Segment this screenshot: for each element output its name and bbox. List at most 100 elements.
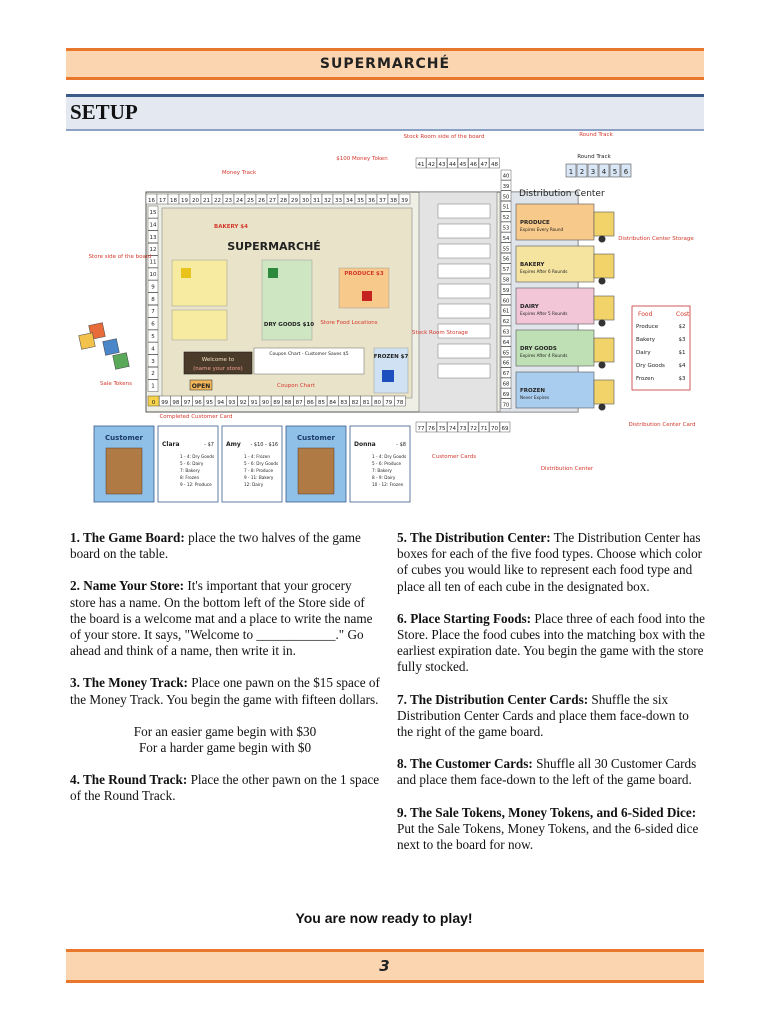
- stock-room-box: [437, 303, 491, 319]
- money-track-number: 47: [481, 162, 488, 168]
- step-5: 5. The Distribution Center: The Distribu…: [397, 530, 703, 594]
- money-track-number: 81: [363, 400, 370, 406]
- truck-expiry: Never Expires: [520, 395, 549, 400]
- money-track-number: 64: [503, 340, 510, 346]
- customer-card-line: 8 - 9: Dairy: [372, 475, 396, 480]
- money-track-number: 66: [503, 361, 510, 367]
- callout-label: Coupon Chart: [277, 383, 316, 389]
- money-track-space: [147, 205, 159, 219]
- money-track-number: 10: [150, 272, 157, 278]
- money-track-space: [499, 421, 511, 433]
- page-number: 3: [379, 957, 391, 975]
- bakery-shelf-lower: [171, 309, 228, 341]
- price-table-cost: $2: [679, 324, 686, 330]
- money-track-space: [500, 263, 512, 274]
- money-track-number: 33: [335, 198, 342, 204]
- money-track-number: 56: [503, 257, 510, 263]
- money-track-number: 14: [150, 222, 157, 228]
- money-track-space: [500, 346, 512, 358]
- money-track-number: 89: [273, 400, 280, 406]
- sale-token: [112, 352, 130, 370]
- customer-card-line: 5 - 6: Dry Goods: [244, 461, 278, 466]
- board-title: SUPERMARCHÉ: [227, 240, 321, 253]
- money-track-number: 60: [503, 298, 510, 304]
- money-track-number: 21: [203, 198, 210, 204]
- money-track-number: 92: [240, 400, 247, 406]
- truck-name: PRODUCE: [520, 220, 550, 226]
- money-track-number: 45: [460, 162, 467, 168]
- money-track-number: 72: [470, 426, 477, 432]
- stock-room-box: [437, 203, 491, 219]
- money-track-space: [398, 193, 411, 205]
- money-track-space: [478, 157, 490, 169]
- truck-body: [515, 329, 595, 367]
- truck-cab: [593, 337, 615, 363]
- callout-label: Store side of the board: [88, 254, 151, 260]
- money-track-space: [315, 395, 328, 407]
- produce-shelf: [338, 267, 390, 309]
- money-track-space: [500, 190, 512, 201]
- stock-room-box: [437, 283, 491, 299]
- money-track-number: 9: [151, 284, 155, 290]
- customer-card-line: 1 - 4: Dry Goods: [180, 454, 214, 459]
- callout-label: Stock Room side of the board: [403, 134, 484, 140]
- money-track-number: 31: [313, 198, 320, 204]
- money-track-number: 4: [151, 346, 155, 352]
- money-track-number: 32: [324, 198, 331, 204]
- money-track-number: 53: [503, 226, 510, 232]
- money-track-space: [489, 421, 500, 433]
- money-track-space: [500, 232, 512, 243]
- stock-room-box: [437, 243, 491, 259]
- sale-token: [78, 332, 96, 350]
- money-track-space: [282, 395, 294, 407]
- money-track-space: [500, 325, 512, 337]
- money-track-space: [468, 421, 479, 433]
- money-track-number: 87: [296, 400, 303, 406]
- money-track-number: 98: [172, 400, 179, 406]
- money-track-number: 59: [503, 288, 510, 294]
- price-table-cost: $4: [679, 363, 686, 369]
- round-track-label: Round Track: [577, 154, 611, 160]
- callout-label: Stock Room Storage: [412, 330, 469, 336]
- money-track-number: 41: [418, 162, 425, 168]
- money-track-space: [147, 317, 159, 330]
- money-track-number: 80: [374, 400, 381, 406]
- round-track-number: 4: [602, 168, 607, 176]
- money-track-number: 28: [280, 198, 287, 204]
- harder-option: For a harder game begin with $0: [138, 740, 312, 756]
- money-track-number: 11: [150, 260, 157, 266]
- money-track-number: 38: [390, 198, 397, 204]
- money-track-space: [147, 342, 159, 355]
- callout-label: Distribution Center: [541, 466, 594, 472]
- money-track-space: [500, 221, 512, 233]
- money-track-space: [436, 421, 448, 433]
- money-track-number: 34: [346, 198, 353, 204]
- money-track-space: [248, 395, 261, 407]
- money-track-space: [500, 377, 512, 389]
- customer-card-label: Customer: [297, 434, 335, 442]
- money-track-number: 93: [228, 400, 235, 406]
- money-track-space: [500, 356, 512, 368]
- money-track-number: 70: [491, 426, 498, 432]
- money-track-number: 77: [418, 426, 425, 432]
- round-track-space: [609, 163, 621, 178]
- step-8: 8. The Customer Cards: Shuffle all 30 Cu…: [397, 756, 697, 788]
- money-track-number: 17: [159, 198, 166, 204]
- truck-expiry: Expires After 5 Rounds: [520, 311, 567, 316]
- money-track-space: [147, 255, 159, 268]
- money-track-space: [500, 398, 512, 409]
- stock-room-box: [437, 343, 491, 359]
- money-track-number: 88: [284, 400, 291, 406]
- stock-room-box: [437, 223, 491, 239]
- money-track-space: [147, 354, 159, 368]
- callout-label: $100 Money Token: [336, 156, 388, 162]
- step-4: 4. The Round Track: Place the other pawn…: [70, 772, 380, 804]
- money-track-number: 22: [214, 198, 221, 204]
- money-track-number: 8: [151, 297, 155, 303]
- money-track-number: 96: [195, 400, 202, 406]
- money-track-number: 16: [148, 198, 155, 204]
- money-track-number: 2: [151, 371, 155, 377]
- money-track-space: [500, 252, 512, 264]
- money-track-number: 5: [151, 334, 155, 340]
- money-track-number: 18: [170, 198, 177, 204]
